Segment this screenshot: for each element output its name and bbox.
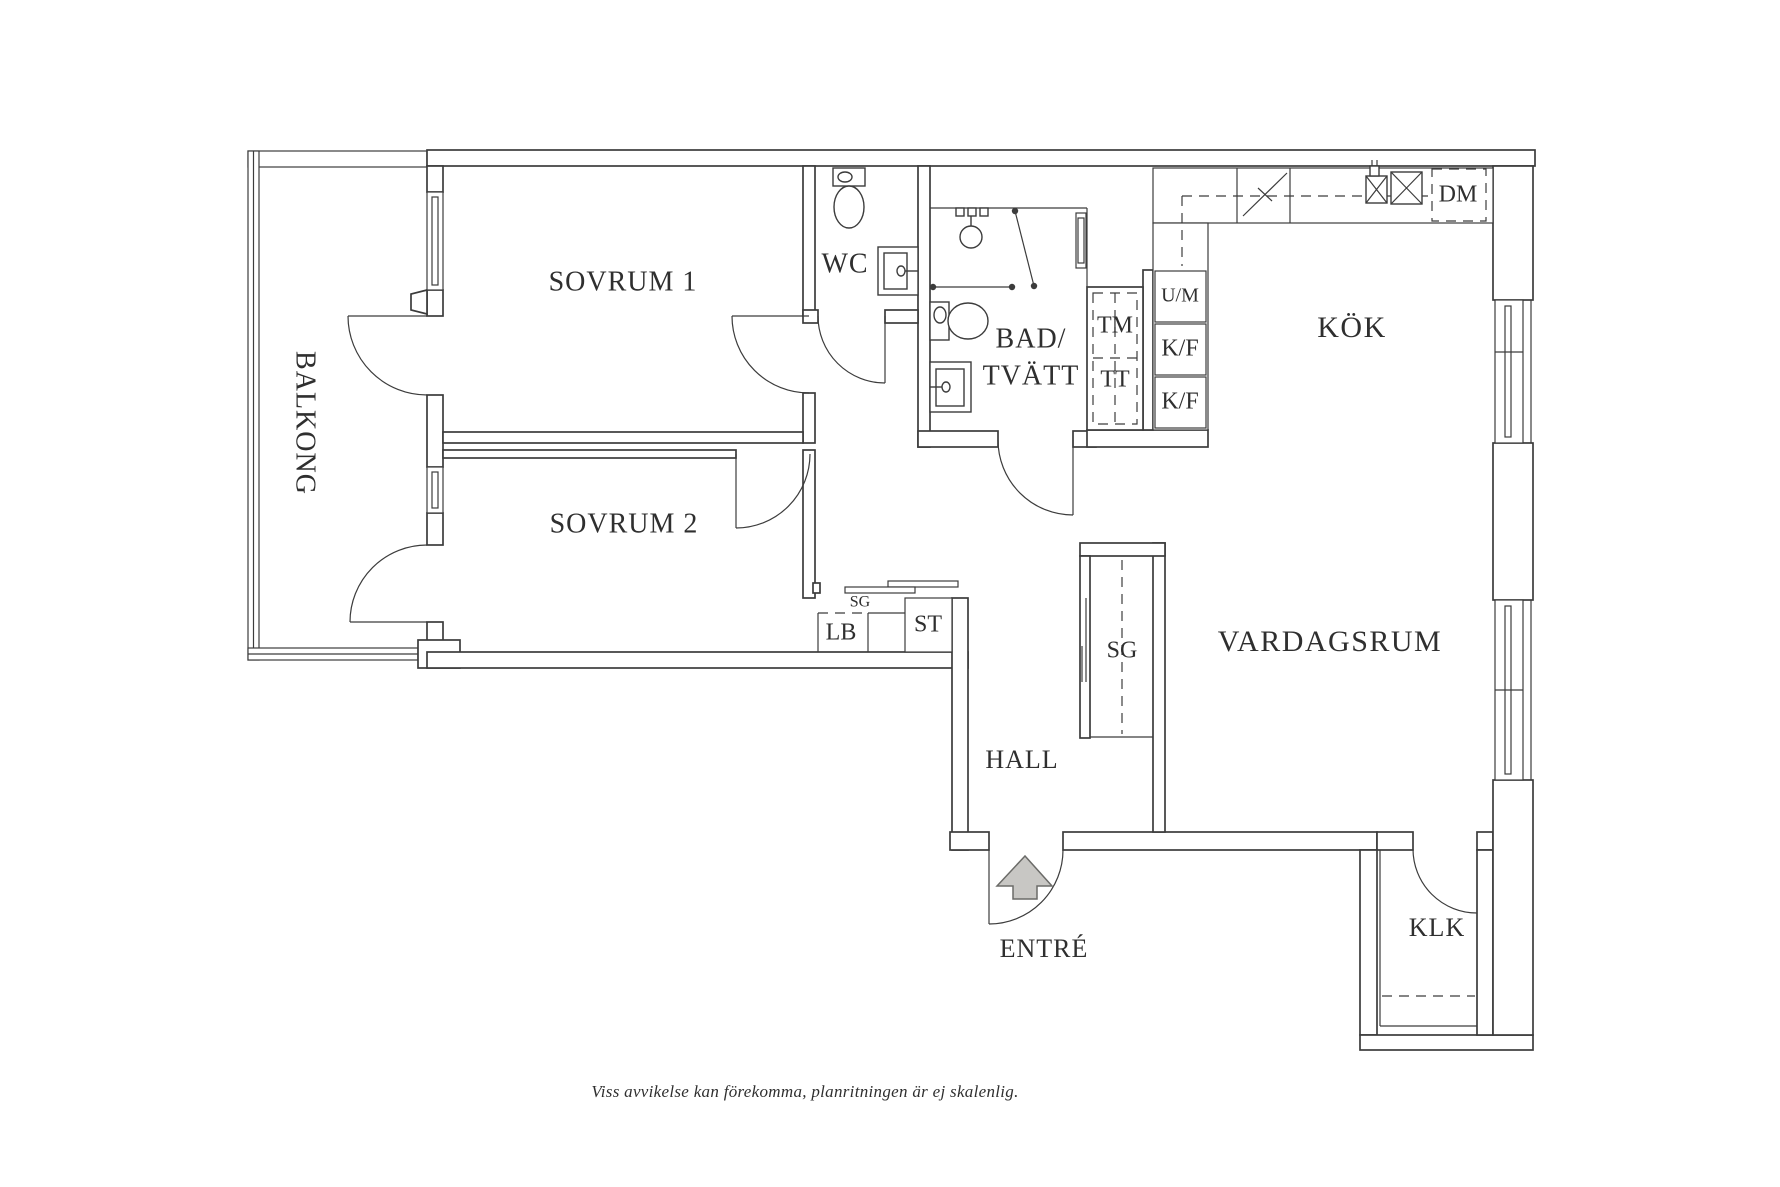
- room-label-sovrum2: SOVRUM 2: [550, 508, 699, 539]
- room-label-wc: WC: [821, 248, 868, 279]
- bathroom-niche: [1075, 212, 1087, 269]
- door-entry: [988, 849, 1064, 925]
- kitchen-sink-icon: [1365, 160, 1423, 205]
- balcony-railing: [247, 150, 428, 661]
- walls: [410, 149, 1536, 1051]
- room-label-sovrum1: SOVRUM 1: [549, 266, 698, 297]
- wc-sink-icon: [877, 246, 919, 296]
- kitchen-counter: [1152, 167, 1494, 431]
- door-sovrum2: [735, 453, 811, 529]
- room-label-entre: ENTRÉ: [1000, 934, 1089, 963]
- door-bathroom: [997, 439, 1074, 516]
- hall-sg-closet: [1081, 560, 1123, 734]
- label-tt: TT: [1100, 367, 1130, 393]
- room-label-hall: HALL: [985, 745, 1058, 774]
- entry-direction-arrow-icon: [995, 854, 1054, 900]
- room-label-klk: KLK: [1409, 913, 1465, 942]
- wall-pier-notch: [410, 288, 428, 316]
- stove-icon: [1242, 172, 1288, 217]
- shower-icon: [929, 207, 1038, 291]
- label-sg-hall: SG: [1107, 638, 1138, 664]
- bathroom-toilet-icon: [929, 301, 989, 341]
- window-sovrum1: [426, 191, 444, 291]
- door-klk: [1412, 848, 1478, 914]
- label-um: U/M: [1161, 285, 1199, 307]
- window-sovrum2: [426, 466, 444, 514]
- room-label-bad-line1: BAD/: [996, 323, 1067, 354]
- label-lb: LB: [826, 620, 857, 646]
- label-sg-small: SG: [850, 594, 871, 611]
- label-dm: DM: [1439, 182, 1478, 208]
- room-label-kok: KÖK: [1317, 311, 1387, 344]
- door-wc: [817, 315, 886, 384]
- room-label-vardagsrum: VARDAGSRUM: [1218, 625, 1443, 658]
- bathroom-sink-icon: [929, 361, 972, 413]
- door-sovrum1: [731, 315, 810, 394]
- laundry-closet: [1086, 286, 1144, 431]
- room-label-balkong: BALKONG: [290, 351, 321, 495]
- door-sovrum2-balcony: [349, 544, 428, 623]
- klk-closet: [1379, 850, 1477, 1027]
- dishwasher: [1431, 168, 1487, 222]
- label-st: ST: [914, 612, 942, 638]
- window-vardagsrum-right: [1494, 599, 1532, 781]
- window-kok-right: [1494, 299, 1532, 444]
- wc-toilet-icon: [832, 167, 866, 229]
- label-tm: TM: [1097, 313, 1133, 339]
- disclaimer-note: Viss avvikelse kan förekomma, planritnin…: [591, 1082, 1018, 1101]
- door-sovrum1-balcony: [347, 315, 428, 396]
- lb-st-closets: [817, 580, 959, 653]
- label-kf-lower: K/F: [1161, 389, 1198, 415]
- label-kf-upper: K/F: [1161, 336, 1198, 362]
- room-label-bad-line2: TVÄTT: [983, 360, 1080, 391]
